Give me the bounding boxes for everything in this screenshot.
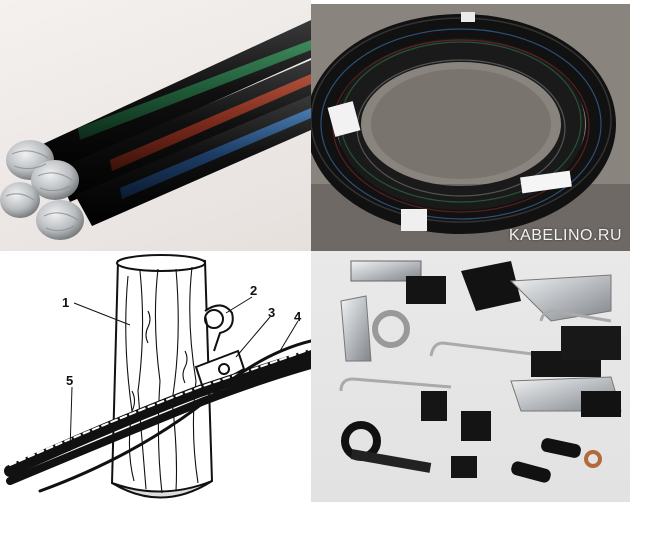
callout-4: 4 [294,309,302,324]
pole-mount-drawing: 1 2 3 4 5 [4,254,311,499]
cable-blue [75,95,311,226]
hook-bracket [340,295,410,362]
cable-red [55,60,311,202]
cable-bundle [4,339,311,493]
anchor-clamps [339,309,622,421]
bracket-top-left [350,260,446,304]
pole-mount-sketch: 1 2 3 4 5 [0,251,311,533]
pole [110,254,214,499]
fittings-illustration [339,260,622,483]
fittings-photo [311,251,630,502]
clamp-assembly [194,304,246,393]
clamp-top-right [461,261,612,322]
cable-bundle-illustration [0,20,311,240]
callout-2: 2 [250,283,257,298]
watermark-text: KABELINO.RU [508,227,622,244]
small-connectors [341,411,602,483]
cable-black-top [30,20,311,180]
callout-5: 5 [66,373,73,388]
cable-coils-illustration [311,4,630,251]
coil-tags [327,12,572,231]
callout-leaders [69,296,299,452]
cable-bundle-photo [0,0,311,251]
callout-1: 1 [62,295,69,310]
conductor-ends [0,140,84,240]
cable-coils-photo: KABELINO.RU [311,4,630,251]
callout-3: 3 [268,305,275,320]
